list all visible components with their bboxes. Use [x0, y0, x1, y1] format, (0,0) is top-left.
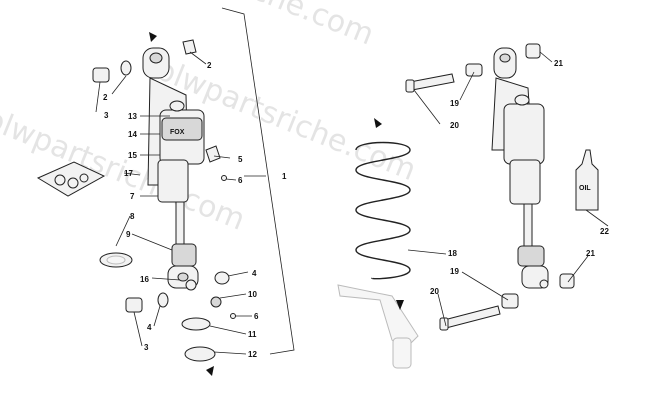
spring-seat-ring-hole — [106, 255, 126, 265]
callout-16: 16 — [140, 275, 149, 284]
callout-8: 8 — [130, 212, 135, 221]
right-reservoir-cap — [514, 94, 530, 106]
callout-1: 1 — [282, 172, 287, 181]
callout-14: 14 — [128, 130, 137, 139]
callout-15: 15 — [128, 151, 137, 160]
watermark-text-1: blwpartsriche.com — [108, 0, 378, 52]
left-hardware — [36, 32, 236, 376]
oil-bottle-label: OIL — [579, 185, 591, 192]
upper-bolt-head — [405, 79, 415, 93]
leader-lines — [95, 51, 609, 355]
lower-nut — [559, 273, 575, 289]
upper-sleeve — [465, 63, 483, 77]
callout-18: 18 — [448, 249, 457, 258]
right-lower-bolt-head — [539, 279, 549, 289]
upper-nut — [525, 43, 541, 59]
small-screw-upper — [221, 175, 227, 181]
upper-bushing-left — [92, 67, 110, 83]
callout-21-upper: 21 — [554, 59, 563, 68]
top-eye-hole — [149, 52, 163, 64]
seal-kit-ring-3 — [79, 173, 89, 183]
adjuster-screw — [210, 296, 222, 308]
seal-kit-ring-1 — [54, 174, 66, 186]
callout-22: 22 — [600, 227, 609, 236]
oil-bottle — [575, 149, 599, 211]
lower-spacer-right — [214, 271, 230, 285]
right-reservoir — [503, 103, 545, 165]
callout-7: 7 — [130, 192, 135, 201]
callout-3-upper: 3 — [104, 111, 109, 120]
callout-19-upper: 19 — [450, 99, 459, 108]
left-shock-assembly: FOX — [142, 47, 227, 289]
lower-spacer-left — [157, 292, 169, 308]
right-hardware: OIL — [405, 43, 599, 331]
callout-10: 10 — [248, 290, 257, 299]
callout-4-lower: 4 — [147, 323, 152, 332]
lower-bolt — [185, 279, 197, 291]
spring-bottom-arrow — [396, 300, 404, 310]
callout-2-upper: 2 — [207, 61, 212, 70]
callout-20-lower: 20 — [430, 287, 439, 296]
right-top-eye-hole — [499, 53, 511, 63]
right-preload-collar — [517, 245, 545, 267]
top-direction-arrow — [149, 32, 157, 42]
callout-6-lower: 6 — [254, 312, 259, 321]
preload-collar — [171, 243, 197, 267]
right-shock-assembly — [491, 47, 549, 289]
assembly-bracket — [221, 7, 295, 355]
callout-17: 17 — [124, 169, 133, 178]
callout-4-right: 4 — [252, 269, 257, 278]
callout-13: 13 — [128, 112, 137, 121]
callout-5: 5 — [238, 155, 243, 164]
ghost-lower-eye — [392, 337, 412, 369]
callout-3-lower: 3 — [144, 343, 149, 352]
right-shaft — [523, 203, 533, 249]
adjuster-knob — [205, 145, 221, 163]
upper-bolt — [409, 73, 455, 91]
callout-19-lower: 19 — [450, 267, 459, 276]
callout-20-upper: 20 — [450, 121, 459, 130]
right-body-lower — [509, 159, 541, 205]
shock-body-lower — [157, 159, 189, 203]
coil-spring — [355, 141, 411, 280]
upper-spacer-right — [182, 39, 197, 55]
small-screw-lower — [230, 313, 236, 319]
lower-eye-hole — [177, 272, 189, 282]
callout-21-lower: 21 — [586, 249, 595, 258]
right-top-eye — [493, 47, 517, 79]
seal-kit-ring-2 — [67, 177, 79, 189]
callouts: 1 2 2 3 3 4 4 5 6 6 7 8 9 10 11 12 13 14… — [103, 59, 609, 359]
lower-bolt-right — [443, 305, 501, 329]
fox-logo-text: FOX — [170, 129, 185, 136]
upper-spacer-left — [120, 60, 132, 76]
bottom-direction-arrow — [206, 366, 214, 376]
fox-badge — [161, 117, 203, 141]
callout-2-left: 2 — [103, 93, 108, 102]
callout-9: 9 — [126, 230, 131, 239]
shock-shaft — [175, 201, 185, 251]
spanner-nut-upper — [181, 317, 211, 331]
callout-11: 11 — [248, 330, 257, 339]
callout-6-upper: 6 — [238, 176, 243, 185]
callout-12: 12 — [248, 350, 257, 359]
spanner-nut-lower — [184, 346, 216, 362]
spring-assembly — [337, 118, 419, 369]
lower-bushing-left — [125, 297, 143, 313]
lower-sleeve — [501, 293, 519, 309]
spring-top-arrow — [374, 118, 382, 128]
reservoir-cap — [169, 100, 185, 112]
watermark: blwpartsriche.com blwpartsriche.com blwp… — [0, 0, 421, 238]
lower-bolt-right-head — [439, 317, 449, 331]
